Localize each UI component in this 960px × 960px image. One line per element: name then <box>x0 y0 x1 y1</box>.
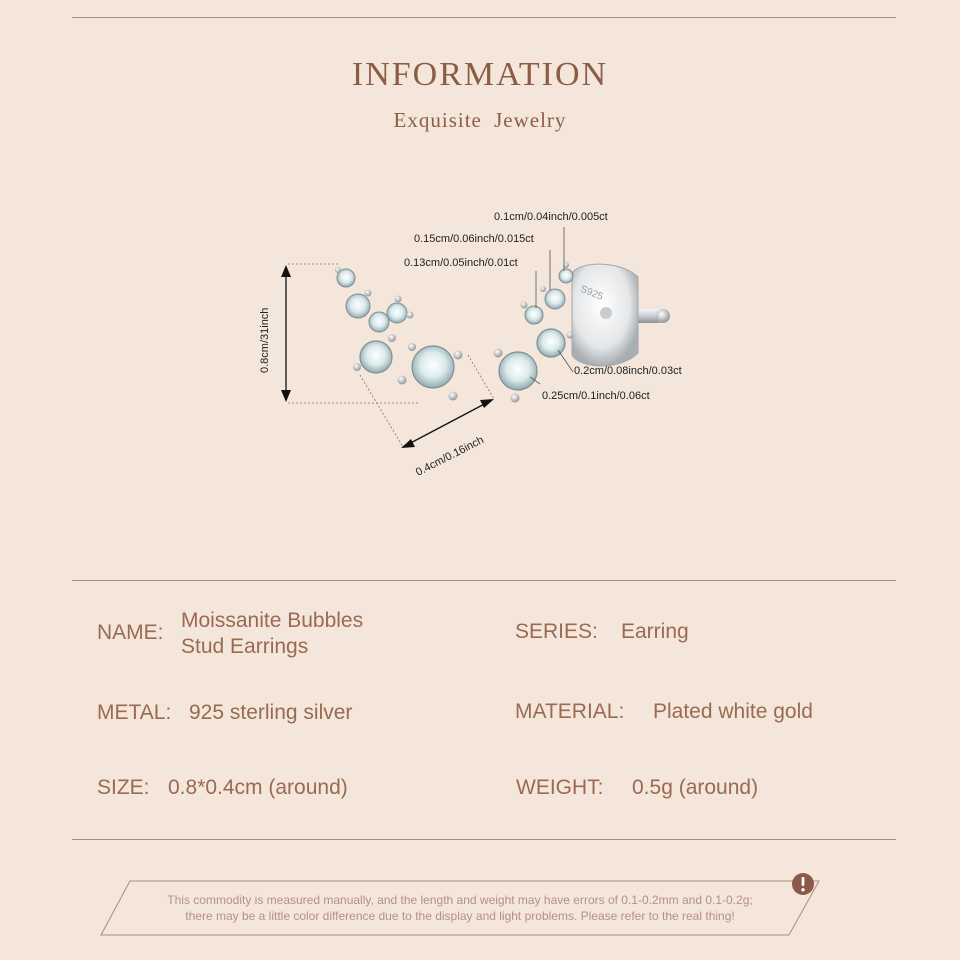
material-value: Plated white gold <box>653 700 813 723</box>
notice-box <box>100 880 820 936</box>
weight-label: WEIGHT: <box>516 776 604 799</box>
right-earring-back: S925 <box>571 263 670 367</box>
page-subtitle: Exquisite Jewelry <box>393 108 567 132</box>
width-dimension <box>359 354 495 448</box>
width-label: 0.4cm/0.16inch <box>414 434 486 479</box>
left-earring <box>335 267 463 401</box>
height-dimension <box>281 263 420 404</box>
stone-size-3: 0.13cm/0.05inch/0.01ct <box>404 257 518 269</box>
size-label: SIZE: <box>97 776 150 799</box>
stone-size-1: 0.1cm/0.04inch/0.005ct <box>494 211 608 223</box>
stone-size-2: 0.15cm/0.06inch/0.015ct <box>414 233 534 245</box>
size-value: 0.8*0.4cm (around) <box>168 776 348 799</box>
name-label: NAME: <box>97 621 164 644</box>
stone-leaders <box>529 227 574 385</box>
right-earring <box>493 262 574 403</box>
metal-value: 925 sterling silver <box>189 701 353 724</box>
page-title: INFORMATION <box>351 56 609 93</box>
top-divider <box>72 17 896 18</box>
notice-line1: This commodity is measured manually, and… <box>167 893 753 907</box>
notice-line2: there may be a little color difference d… <box>185 909 735 923</box>
height-label: 0.8cm/31inch <box>259 308 271 373</box>
weight-value: 0.5g (around) <box>632 776 759 799</box>
name-value-line1: Moissanite Bubbles <box>181 609 364 632</box>
material-label: MATERIAL: <box>515 700 625 723</box>
series-label: SERIES: <box>515 620 598 643</box>
stone-size-4: 0.2cm/0.08inch/0.03ct <box>574 365 682 377</box>
stone-size-5: 0.25cm/0.1inch/0.06ct <box>542 390 650 402</box>
metal-label: METAL: <box>97 701 172 724</box>
specs-bottom-divider <box>72 839 896 840</box>
name-value-line2: Stud Earrings <box>181 635 309 658</box>
earring-illustration: 0.8cm/31inch 0.4cm/0.16inch S925 <box>259 211 682 479</box>
specs-top-divider <box>72 580 896 581</box>
exclamation-icon <box>792 873 814 895</box>
series-value: Earring <box>621 620 689 643</box>
notice-text: This commodity is measured manually, and… <box>110 892 810 924</box>
